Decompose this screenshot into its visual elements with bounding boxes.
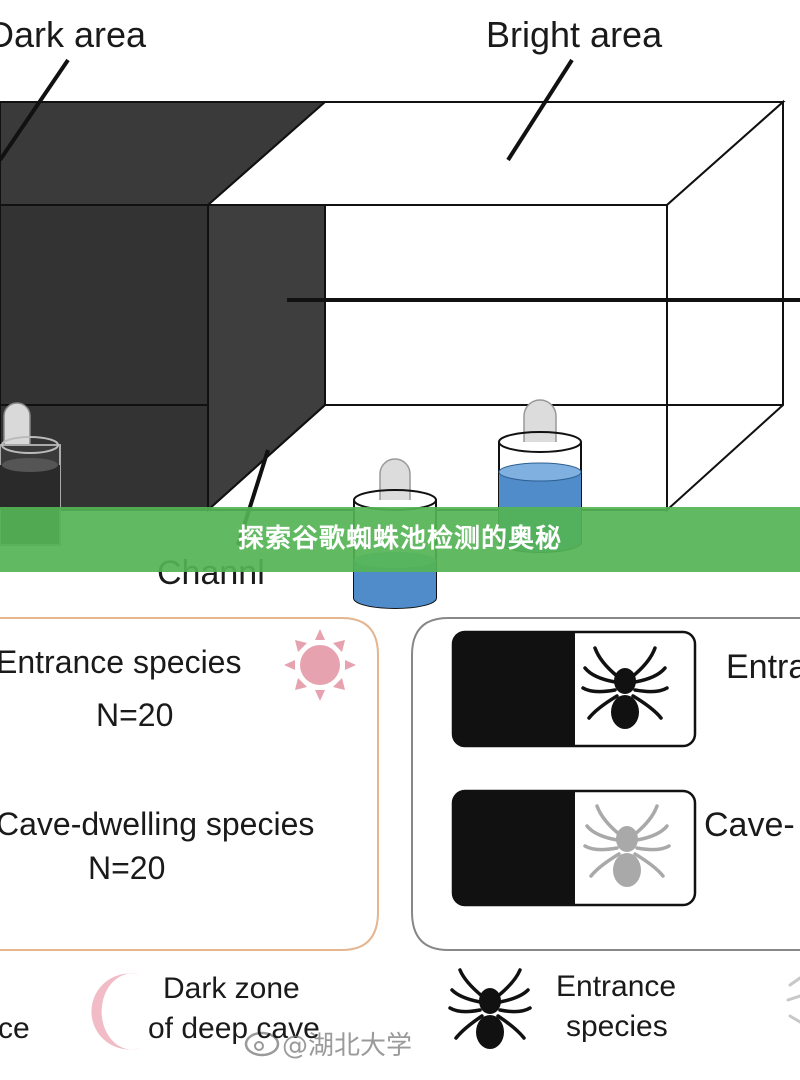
- right-entrance-label: Entra: [726, 648, 800, 686]
- partial-spider-icon: [786, 976, 800, 1024]
- left-panel-border: [0, 617, 379, 951]
- bright-area-pointer: [506, 58, 574, 162]
- spider-icon: [581, 646, 669, 729]
- legend-dark-zone-line1: Dark zone: [163, 972, 300, 1005]
- moon-icon: [91, 973, 140, 1050]
- beaker-dark: [0, 402, 61, 546]
- spider-icon: [583, 804, 671, 887]
- legend-partial-label: ce: [0, 1012, 30, 1045]
- weibo-icon: [244, 1031, 280, 1057]
- title-banner: [0, 507, 800, 572]
- banner-title: 探索谷歌蜘蛛池检测的奥秘: [237, 524, 562, 554]
- entrance-species-label: Entrance species: [0, 644, 242, 680]
- cave-species-count: N=20: [88, 850, 166, 886]
- cave-species-label: Cave-dwelling species: [0, 806, 315, 842]
- bright-area-label: Bright area: [486, 14, 663, 55]
- dark-area-pointer: [0, 58, 70, 162]
- entrance-species-count: N=20: [96, 697, 174, 733]
- legend-dark-zone-line2: of deep cave: [148, 1012, 320, 1045]
- spider-icon: [448, 968, 532, 1049]
- right-cave-label: Cave-: [704, 806, 795, 844]
- sun-icon: [284, 629, 356, 701]
- right-panel-border: [411, 617, 800, 951]
- legend-entrance-line1: Entrance: [556, 970, 677, 1003]
- watermark-text: @湖北大学: [282, 1031, 413, 1061]
- entrance-species-card: [451, 630, 697, 748]
- dark-area-label: Dark area: [0, 14, 147, 55]
- legend-entrance-line2: species: [566, 1010, 668, 1043]
- dark-chamber: [0, 101, 328, 513]
